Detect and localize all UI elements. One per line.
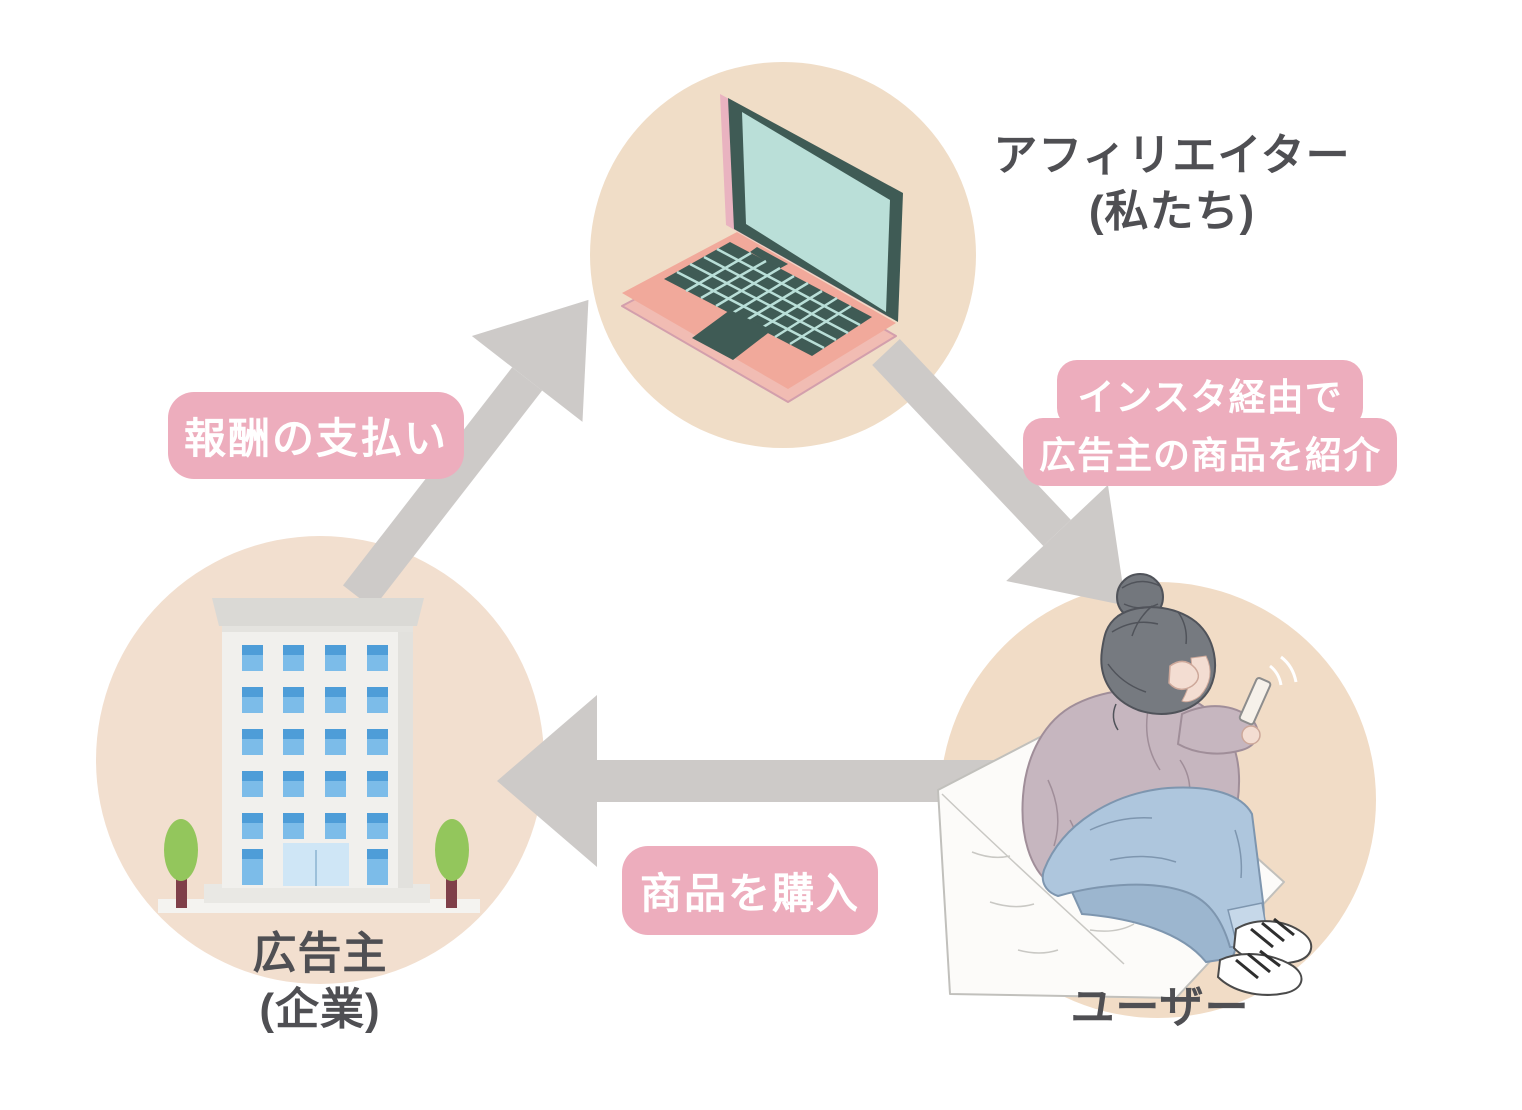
affiliater-label: アフィリエイター (私たち): [960, 128, 1384, 240]
arrow-advertiser-to-affiliater: [342, 299, 589, 609]
user-name: ユーザー: [1070, 983, 1250, 1032]
hand: [1241, 725, 1261, 745]
advertiser-label: 広告主 (企業): [140, 926, 500, 1038]
edge-label-promotion-line2: 広告主の商品を紹介: [1023, 418, 1397, 486]
tree-icon: [164, 819, 469, 908]
girl-with-smartphone-icon: [937, 573, 1313, 999]
smartphone: [1238, 677, 1272, 726]
edge-label-purchase: 商品を購入: [622, 846, 879, 935]
sneaker: [1216, 953, 1303, 996]
building-windows: [242, 645, 388, 885]
building-door: [277, 843, 355, 886]
laptop-key-grid: [676, 247, 861, 350]
notification-waves: [1269, 655, 1298, 686]
laptop-keyboard: [664, 242, 872, 356]
building-icon: [158, 598, 480, 913]
edge-label-payment: 報酬の支払い: [168, 392, 465, 479]
affiliater-name: アフィリエイター: [993, 131, 1351, 180]
building-base: [204, 884, 430, 903]
laptop-screen: [742, 112, 890, 312]
building-roof: [212, 598, 424, 626]
laptop-trackpad: [692, 310, 772, 360]
advertiser-subname: (企業): [259, 984, 381, 1034]
edge-label-promotion: インスタ経由で 広告主の商品を紹介: [1020, 360, 1400, 486]
laptop-icon: [621, 94, 903, 403]
user-label: ユーザー: [970, 980, 1350, 1036]
affiliater-subname: (私たち): [1088, 186, 1256, 236]
arrow-affiliater-to-user: [872, 338, 1126, 606]
advertiser-name: 広告主: [252, 929, 388, 978]
edge-label-promotion-line1: インスタ経由で: [1057, 360, 1363, 428]
